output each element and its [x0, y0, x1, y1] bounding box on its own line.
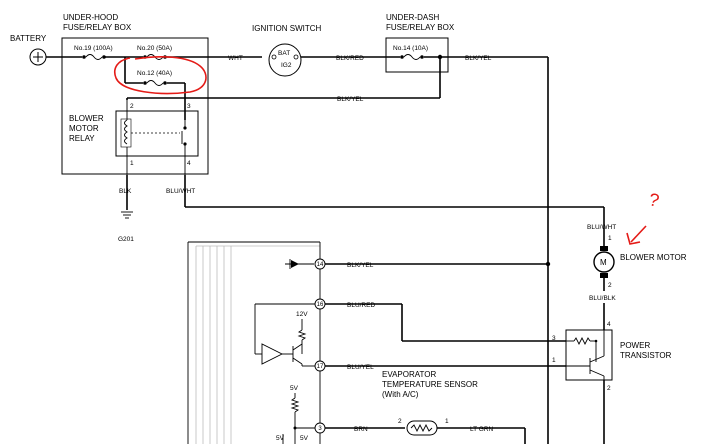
- relay-label-1: BLOWER: [69, 114, 104, 123]
- cu-12v: 12V: [296, 311, 308, 318]
- red-question-mark: ?: [647, 189, 661, 211]
- relay-coil: [120, 118, 132, 148]
- relay-label-2: MOTOR: [69, 124, 99, 133]
- pt-label-2: TRANSISTOR: [620, 351, 672, 360]
- wire-wht-label: WHT: [228, 55, 243, 62]
- cu-diode: [285, 259, 314, 269]
- relay-pin-1: 1: [130, 160, 134, 167]
- red-arrow-annotation: [626, 225, 647, 245]
- ground-symbol: [121, 211, 133, 219]
- ignition-switch-symbol: [268, 43, 302, 77]
- blower-motor-label: BLOWER MOTOR: [620, 253, 687, 262]
- motor-symbol-m: M: [600, 258, 607, 267]
- pt-pin-1: 1: [552, 357, 556, 364]
- relay-pin-3: 3: [187, 103, 191, 110]
- motor-pin-2: 2: [608, 282, 612, 289]
- fuse-19-symbol: [82, 54, 106, 60]
- wire-blk-yel-pin14: BLK/YEL: [347, 262, 374, 269]
- fuse-20-label: No.20 (50A): [137, 45, 172, 52]
- power-transistor-box: [565, 329, 613, 381]
- pt-pin-2: 2: [607, 385, 611, 392]
- pt-pin-4: 4: [607, 321, 611, 328]
- wire-brn: BRN: [354, 426, 368, 433]
- motor-terminal-top: [600, 246, 608, 251]
- evap-label-2: TEMPERATURE SENSOR: [382, 380, 478, 389]
- pt-pin-3: 3: [552, 335, 556, 342]
- relay-pin-2: 2: [130, 103, 134, 110]
- battery-label: BATTERY: [10, 34, 47, 43]
- relay-box: [115, 110, 199, 157]
- splice-dot-2: [545, 261, 551, 267]
- cu-5v-b: 5V: [276, 435, 285, 442]
- cu-pin-3-text: 3: [318, 426, 322, 432]
- wire-motor-blu-wht: BLU/WHT: [587, 224, 616, 231]
- cu-resistor-5v: [282, 393, 315, 444]
- underdash-fuse-box: [385, 37, 449, 73]
- ignition-title: IGNITION SWITCH: [252, 24, 322, 33]
- wire-blk-yel-mid: BLK/YEL: [337, 96, 364, 103]
- ignition-ig2: IG2: [281, 62, 292, 69]
- cu-pin-16-text: 16: [317, 302, 324, 308]
- underhood-fuse-box: [61, 37, 209, 175]
- fuse-12-label: No.12 (40A): [137, 70, 172, 77]
- wire-motor-blu-blk: BLU/BLK: [589, 295, 616, 302]
- control-unit-panel: [187, 241, 321, 444]
- motor-pin-1: 1: [608, 235, 612, 242]
- ignition-bat: BAT: [278, 50, 290, 57]
- evap-pin-1: 1: [445, 418, 449, 425]
- wire-blk-label: BLK: [119, 188, 132, 195]
- fuse-19-label: No.19 (100A): [74, 45, 113, 52]
- blower-motor-symbol: [593, 251, 615, 273]
- underdash-title-2: FUSE/RELAY BOX: [386, 23, 455, 32]
- evap-label-1: EVAPORATOR: [382, 370, 436, 379]
- fuse-14-symbol: [400, 54, 424, 60]
- relay-label-3: RELAY: [69, 134, 95, 143]
- relay-contact: [181, 120, 187, 175]
- wire-blu-wht-label: BLU/WHT: [166, 188, 195, 195]
- fuse-14-label: No.14 (10A): [393, 45, 428, 52]
- wire-lt-grn: LT GRN: [470, 426, 494, 433]
- cu-amplifier: [255, 319, 307, 366]
- red-circle-annotation: [114, 56, 207, 95]
- wire-blk-yel-top: BLK/YEL: [465, 55, 492, 62]
- cu-pin-17-text: 17: [317, 364, 324, 370]
- motor-terminal-bottom: [600, 273, 608, 278]
- evap-label-3: (With A/C): [382, 390, 419, 399]
- wire-blu-yel: BLU/YEL: [347, 364, 374, 371]
- battery-symbol: [29, 48, 47, 66]
- relay-pin-4: 4: [187, 160, 191, 167]
- underhood-title-1: UNDER-HOOD: [63, 13, 118, 22]
- cu-pin-14-text: 14: [317, 262, 324, 268]
- evap-pin-2: 2: [398, 418, 402, 425]
- wire-blk-red-label: BLK/RED: [336, 55, 364, 62]
- cu-5v-a: 5V: [290, 385, 299, 392]
- underdash-title-1: UNDER-DASH: [386, 13, 440, 22]
- wire-blu-red: BLU/RED: [347, 302, 375, 309]
- underhood-title-2: FUSE/RELAY BOX: [63, 23, 132, 32]
- ground-g201-label: G201: [118, 236, 134, 243]
- fuse-12-symbol: [143, 80, 167, 86]
- cu-5v-c: 5V: [300, 435, 309, 442]
- pt-label-1: POWER: [620, 341, 650, 350]
- thermistor-symbol: [406, 420, 438, 436]
- pt-internal-circuit: [566, 330, 605, 380]
